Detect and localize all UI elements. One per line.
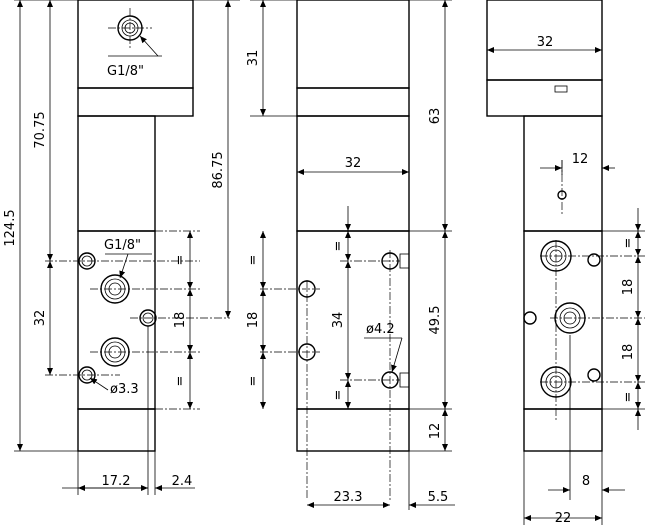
dim-upper-height: 70.75	[33, 111, 48, 148]
dim-overall-height: 124.5	[3, 209, 18, 246]
side-ports	[523, 190, 601, 398]
dim-mid-equal-2: =	[246, 376, 261, 387]
dim-solenoid-height: 31	[246, 50, 261, 67]
top-port-label: G1/8"	[107, 64, 144, 79]
dim-mid-equal-3: =	[331, 241, 346, 252]
dim-body-width: 17.2	[102, 474, 131, 489]
dim-side-total-width: 22	[555, 511, 572, 526]
dim-side-offset: 5.5	[428, 490, 449, 505]
dim-mount-offset: 23.3	[334, 490, 363, 505]
dim-port-spacing: 32	[33, 310, 48, 327]
dim-equal-2: =	[173, 376, 188, 387]
middle-holes	[298, 252, 410, 389]
middle-base	[296, 408, 410, 452]
dim-mid-center: 18	[246, 312, 261, 329]
side-port-label: G1/8"	[104, 238, 141, 253]
side-solenoid-collar	[486, 79, 603, 117]
dim-mid-equal-4: =	[331, 390, 346, 401]
dim-side-equal-1: =	[621, 238, 636, 249]
dim-body-height: 49.5	[428, 306, 443, 335]
dim-side-equal-2: =	[621, 392, 636, 403]
side-view	[486, 0, 645, 452]
dim-pilot-height: 86.75	[211, 151, 226, 188]
side-dimensions: 32 12 = 18 18 = 8 22	[487, 35, 645, 526]
middle-valve-body	[296, 230, 410, 410]
mount-hole-label: ø4.2	[366, 322, 395, 337]
front-base	[77, 408, 156, 452]
dim-center-spacing: 18	[173, 312, 188, 329]
dim-side-spacing-1: 18	[621, 279, 636, 296]
dim-side-bottom: 8	[582, 474, 590, 489]
dim-head-total: 63	[428, 108, 443, 125]
front-top-port	[108, 8, 162, 57]
dim-offset: 2.4	[172, 474, 193, 489]
middle-dimensions: 31 32 = 18 = = 34 = ø4.2 63 49.5 12 23.3…	[246, 0, 455, 510]
side-upper-body	[523, 115, 603, 232]
dim-head-width: 32	[345, 156, 362, 171]
front-solenoid-collar	[77, 87, 194, 117]
dim-equal-1: =	[173, 255, 188, 266]
front-dimensions: 124.5 70.75 32 86.75 = 18 = 17.2 2.4	[3, 0, 240, 495]
middle-solenoid-head	[296, 0, 410, 89]
small-hole-label: ø3.3	[110, 382, 139, 397]
dim-mount-spacing: 34	[331, 312, 346, 329]
dim-side-width: 32	[537, 35, 554, 50]
side-base	[523, 408, 603, 452]
middle-solenoid-collar	[296, 87, 410, 117]
dim-mid-equal-1: =	[246, 255, 261, 266]
middle-view	[260, 0, 410, 500]
dim-side-spacing-2: 18	[621, 344, 636, 361]
dim-base-height: 12	[428, 423, 443, 440]
middle-upper-body	[296, 115, 410, 232]
dim-side-pilot-offset: 12	[572, 152, 589, 167]
front-upper-body	[77, 115, 156, 232]
front-view: G1/8" G1/8" ø3.3	[45, 0, 230, 452]
